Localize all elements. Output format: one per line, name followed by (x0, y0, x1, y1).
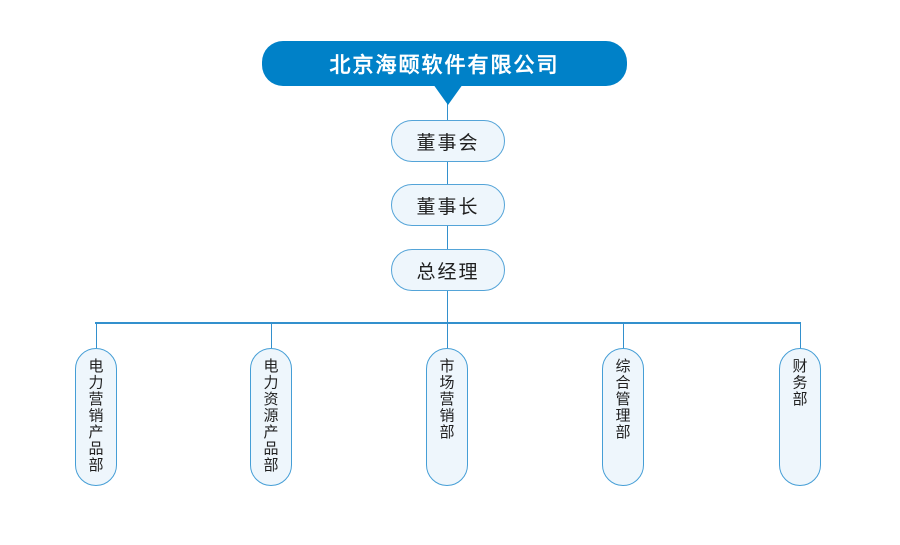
connector-horizontal-bus (95, 322, 801, 324)
dept-node-finance: 财务部 (779, 348, 821, 486)
dept-node-general-management: 综合管理部 (602, 348, 644, 486)
root-node-callout-tail (433, 84, 463, 105)
dept-label: 电力营销产品部 (86, 358, 105, 474)
dept-label: 综合管理部 (613, 358, 632, 441)
node-board-of-directors: 董事会 (391, 120, 505, 162)
node-general-manager: 总经理 (391, 249, 505, 291)
connector-stub-dept-5 (799, 322, 801, 348)
connector-stub-dept-4 (622, 322, 624, 348)
root-node-company: 北京海颐软件有限公司 (262, 41, 627, 86)
dept-label: 电力资源产品部 (261, 358, 280, 474)
dept-label: 市场营销部 (437, 358, 456, 441)
root-node-label: 北京海颐软件有限公司 (329, 52, 560, 77)
dept-node-power-resources-products: 电力资源产品部 (250, 348, 292, 486)
dept-node-marketing: 市场营销部 (426, 348, 468, 486)
node-general-manager-label: 总经理 (416, 260, 480, 283)
node-board-label: 董事会 (416, 131, 480, 154)
connector-stub-dept-1 (95, 322, 97, 348)
node-chairman-label: 董事长 (416, 195, 480, 218)
node-chairman: 董事长 (391, 184, 505, 226)
connector-stub-dept-2 (270, 322, 272, 348)
dept-label: 财务部 (790, 358, 809, 408)
dept-node-power-marketing-products: 电力营销产品部 (75, 348, 117, 486)
